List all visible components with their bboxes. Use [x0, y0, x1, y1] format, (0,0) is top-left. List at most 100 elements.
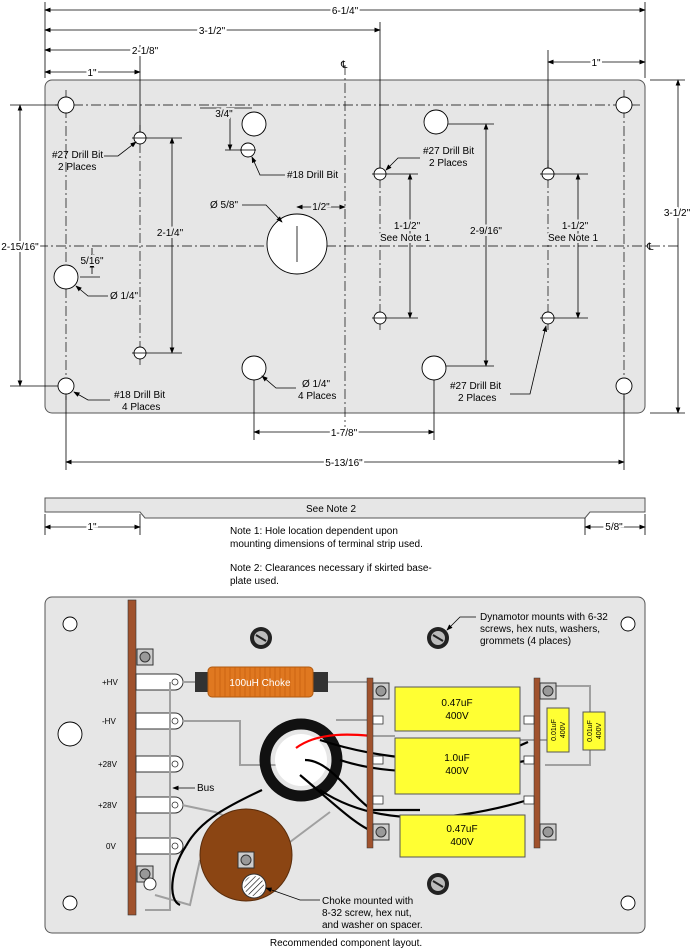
terminal-label-0v: 0V: [106, 842, 116, 851]
dim-overall-width: 6-1/4": [332, 6, 359, 17]
dynamotor-grommet-bottom: [427, 873, 449, 895]
left-terminal-strip: [127, 599, 137, 916]
cap3-value: 0.47uF: [446, 824, 477, 835]
layout-hole-tr: [620, 616, 636, 632]
bus-label: Bus: [197, 783, 214, 794]
capacitor-10uf: [394, 737, 521, 795]
dim-3-4: 3/4": [215, 109, 233, 120]
corner-hole-bl: [57, 377, 75, 395]
layout-hole-br: [620, 895, 636, 911]
left-strip-hardware: [136, 648, 157, 891]
layout-hole-bl: [62, 895, 78, 911]
dim-5-16: 5/16": [80, 256, 103, 267]
choke-mount-note-2: 8-32 screw, hex nut,: [322, 908, 412, 919]
callout-dia-5-8: Ø 5/8": [210, 200, 238, 211]
see-note1-mid: See Note 1: [380, 233, 430, 244]
dynamotor-note-2: screws, hex nuts, washers,: [480, 624, 600, 635]
callout-drill27-bot-2: 2 Places: [458, 393, 496, 404]
callout-drill18-corner-2: 4 Places: [122, 402, 160, 413]
dynamotor-note-1: Dynamotor mounts with 6-32: [480, 612, 608, 623]
dynamotor-grommet-top-left: [250, 627, 272, 649]
choke-winding: [214, 667, 306, 697]
cap2-value: 1.0uF: [444, 753, 470, 764]
component-layout: +HV -HV +28V +28V 0V Bus 100uH Choke: [44, 596, 646, 934]
small-cap-2-value: 0.01uF: [587, 720, 594, 742]
dim-1-left: 1": [87, 68, 97, 79]
hole-1-4-left: [53, 264, 79, 290]
dim-2-9-16: 2-9/16": [470, 226, 502, 237]
callout-dia-1-4-bottom-2: 4 Places: [298, 391, 336, 402]
see-note1-right: See Note 1: [548, 233, 598, 244]
small-cap-2-voltage: 400V: [596, 723, 603, 740]
side-view: See Note 2 1" 5/8": [44, 497, 646, 535]
cap-terminal-strip-right: [533, 677, 541, 849]
corner-hole-br: [615, 377, 633, 395]
figure-caption: Recommended component layout.: [270, 938, 422, 949]
side-dim-right: 5/8": [605, 522, 623, 533]
choke-label: 100uH Choke: [229, 678, 291, 689]
cap3-voltage: 400V: [450, 837, 474, 848]
dynamotor-grommet-top-right: [427, 627, 449, 649]
dim-1-1-2-right: 1-1/2": [562, 221, 589, 232]
note1-line2: mounting dimensions of terminal strip us…: [230, 539, 423, 550]
dynamotor-note-3: grommets (4 places): [480, 636, 571, 647]
note2-line2: plate used.: [230, 576, 279, 587]
dim-1-1-2-mid: 1-1/2": [394, 221, 421, 232]
layout-hole-tl: [62, 616, 78, 632]
callout-drill27-left-1: #27 Drill Bit: [52, 150, 103, 161]
terminal-label-28v-b: +28V: [98, 801, 118, 810]
dim-2-1-4: 2-1/4": [157, 228, 184, 239]
terminal-label-hv-plus: +HV: [102, 678, 118, 687]
dim-1-2: 1/2": [312, 202, 330, 213]
dim-3-1-2-top: 3-1/2": [199, 26, 226, 37]
dim-5-13-16: 5-13/16": [325, 458, 363, 469]
callout-dia-1-4-left: Ø 1/4": [110, 291, 138, 302]
note2-line1: Note 2: Clearances necessary if skirted …: [230, 563, 432, 574]
small-cap-1-value: 0.01uF: [551, 719, 558, 741]
choke-mount-note-3: and washer on spacer.: [322, 920, 423, 931]
choke-mount-note-1: Choke mounted with: [322, 896, 413, 907]
callout-drill18-single: #18 Drill Bit: [287, 170, 338, 181]
hole-1-4-top-right: [423, 109, 449, 135]
dim-1-right: 1": [591, 58, 601, 69]
see-note2: See Note 2: [306, 504, 356, 515]
small-cap-1: [546, 707, 570, 753]
dim-1-7-8: 1-7/8": [331, 428, 358, 439]
callout-dia-1-4-bottom-1: Ø 1/4": [302, 379, 330, 390]
cap-strip-hardware: [372, 682, 557, 841]
cap-terminal-strip-left: [366, 677, 374, 849]
top-drawing: 6-1/4" 3-1/2" 2-1/8" 1" 1" 3/4" 1/2" 2-1…: [0, 2, 692, 471]
corner-hole-tl: [57, 96, 75, 114]
corner-hole-tr: [615, 96, 633, 114]
dim-2-15-16: 2-15/16": [1, 242, 39, 253]
layout-hole-left-big: [57, 721, 83, 747]
note1-line1: Note 1: Hole location dependent upon: [230, 526, 398, 537]
hole-18-top: [241, 111, 267, 137]
dim-2-1-8: 2-1/8": [132, 46, 159, 57]
centerline-symbol-top: ℄: [340, 60, 348, 71]
terminal-label-hv-minus: -HV: [102, 717, 116, 726]
dim-height-right: 3-1/2": [664, 208, 691, 219]
choke-100uh: [207, 666, 314, 698]
callout-drill27-bot-1: #27 Drill Bit: [450, 381, 501, 392]
small-cap-1-voltage: 400V: [560, 722, 567, 739]
cap2-voltage: 400V: [445, 766, 469, 777]
bus-wire: [145, 682, 171, 911]
side-dim-left: 1": [87, 522, 97, 533]
small-cap-2: [582, 711, 606, 751]
hole-1-4-bottom-right: [421, 355, 447, 381]
terminal-lugs: [135, 673, 184, 855]
capacitor-047uf-top: [394, 686, 521, 732]
centerline-symbol-right: ℄: [646, 242, 654, 253]
terminal-label-28v-a: +28V: [98, 760, 118, 769]
callout-drill27-left-2: 2 Places: [58, 162, 96, 173]
capacitor-047uf-bottom: [399, 814, 526, 858]
callout-drill27-top-1: #27 Drill Bit: [423, 146, 474, 157]
notes: Note 1: Hole location dependent upon mou…: [230, 526, 432, 587]
cap1-voltage: 400V: [445, 711, 469, 722]
callout-drill27-top-2: 2 Places: [429, 158, 467, 169]
callout-drill18-corner-1: #18 Drill Bit: [114, 390, 165, 401]
toroid-ring: [259, 718, 343, 802]
cap1-value: 0.47uF: [441, 698, 472, 709]
